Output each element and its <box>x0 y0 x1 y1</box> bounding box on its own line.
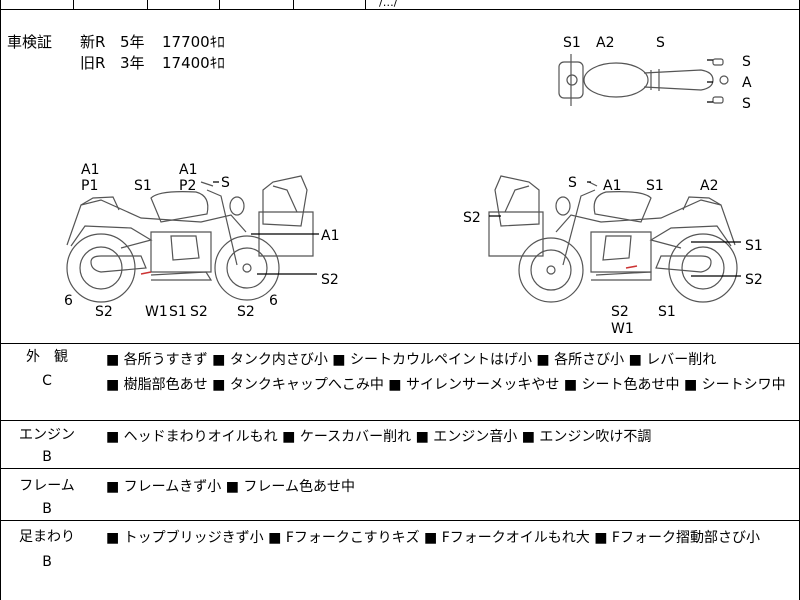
diagram-label: S2 <box>321 272 339 288</box>
diagram-label: A1 <box>179 162 197 178</box>
header-mark: /…/ <box>379 0 398 9</box>
diagram-label: S2 <box>745 272 763 288</box>
inspection-item: ■ フレームきず小 <box>106 479 222 495</box>
diagram-label: S2 <box>190 304 208 320</box>
diagram-label: A1 <box>603 178 621 194</box>
diagram-label: S <box>656 35 665 51</box>
section-name: 足まわり <box>19 529 75 545</box>
diagram-label: P2 <box>179 178 196 194</box>
registration-row-old: 旧R 3年 17400ｷﾛ <box>80 53 225 74</box>
diagram-label: S2 <box>237 304 255 320</box>
diagram-label: S1 <box>745 238 763 254</box>
inspection-item: ■ 樹脂部色あせ <box>106 377 208 393</box>
section-items: ■ ヘッドまわりオイルもれ ■ ケースカバー削れ ■ エンジン音小 ■ エンジン… <box>106 425 796 450</box>
diagram-label: A2 <box>596 35 614 51</box>
diagram-label: A2 <box>700 178 718 194</box>
inspection-item: ■ 各所うすきず <box>106 352 208 368</box>
registration-label: 車検証 <box>7 33 53 51</box>
inspection-item: ■ エンジン吹け不調 <box>521 429 652 445</box>
diagram-label: S <box>568 175 577 191</box>
diagram-label: 6 <box>64 293 73 309</box>
registration-years: 3年 <box>120 54 145 72</box>
section-frame: フレーム B ■ フレームきず小 ■ フレーム色あせ中 <box>1 468 800 520</box>
inspection-item: ■ トップブリッジきず小 <box>106 530 264 546</box>
motorcycle-left-view <box>66 175 314 303</box>
inspection-item: ■ Fフォーク摺動部さび小 <box>594 530 760 546</box>
section-name: エンジン <box>19 427 75 443</box>
inspection-item: ■ Fフォークこすりキズ <box>268 530 420 546</box>
diagram-label: 6 <box>269 293 278 309</box>
registration-row-new: 新R 5年 17700ｷﾛ <box>80 32 225 53</box>
diagram-label: A1 <box>321 228 339 244</box>
diagram-label: S2 <box>95 304 113 320</box>
inspection-item: ■ ケースカバー削れ <box>282 429 412 445</box>
inspection-item: ■ Fフォークオイルもれ大 <box>424 530 590 546</box>
diagram-label: S <box>221 175 230 191</box>
diagram-label: S1 <box>134 178 152 194</box>
diagram-label: P1 <box>81 178 98 194</box>
registration-type: 旧R <box>80 54 106 72</box>
registration-amount: 17700ｷﾛ <box>162 33 225 51</box>
diagram-label: S1 <box>169 304 187 320</box>
section-items: ■ 各所うすきず ■ タンク内さび小 ■ シートカウルペイントはげ小 ■ 各所さ… <box>106 348 796 398</box>
section-name: 外 観 <box>26 349 68 365</box>
diagram-label: W1 <box>611 321 634 337</box>
section-suspension: 足まわり B ■ トップブリッジきず小 ■ Fフォークこすりキズ ■ Fフォーク… <box>1 520 800 600</box>
section-grade: B <box>42 501 52 517</box>
diagram-label: S <box>742 96 751 112</box>
inspection-item: ■ レバー削れ <box>628 352 717 368</box>
section-items: ■ トップブリッジきず小 ■ Fフォークこすりキズ ■ Fフォークオイルもれ大 … <box>106 526 796 551</box>
inspection-item: ■ 各所さび小 <box>536 352 625 368</box>
diagram-label: S2 <box>611 304 629 320</box>
section-exterior: 外 観 C ■ 各所うすきず ■ タンク内さび小 ■ シートカウルペイントはげ小… <box>1 343 800 420</box>
diagram-label: A1 <box>81 162 99 178</box>
diagram-label: S1 <box>658 304 676 320</box>
diagram-label: S2 <box>463 210 481 226</box>
diagram-label: S1 <box>646 178 664 194</box>
inspection-item: ■ シートシワ中 <box>684 377 786 393</box>
motorcycle-right-view <box>488 175 738 303</box>
registration-years: 5年 <box>120 33 145 51</box>
inspection-item: ■ ヘッドまわりオイルもれ <box>106 429 278 445</box>
inspection-item: ■ シート色あせ中 <box>563 377 680 393</box>
header-row-cells: /…/ <box>1 0 800 10</box>
diagram-label: W1 <box>145 304 168 320</box>
section-grade: C <box>42 373 52 389</box>
section-engine: エンジン B ■ ヘッドまわりオイルもれ ■ ケースカバー削れ ■ エンジン音小… <box>1 420 800 468</box>
inspection-item: ■ サイレンサーメッキやせ <box>388 377 560 393</box>
section-name: フレーム <box>19 478 75 494</box>
diagram-label: S <box>742 54 751 70</box>
section-grade: B <box>42 554 52 570</box>
registration-type: 新R <box>80 33 106 51</box>
inspection-item: ■ フレーム色あせ中 <box>225 479 355 495</box>
damage-diagram: S1 A2 S S A S A1 P1 S1 A1 P2 S A1 S2 6 S… <box>64 35 763 337</box>
inspection-item: ■ エンジン音小 <box>415 429 518 445</box>
diagram-label: A <box>742 75 752 91</box>
diagram-label: S1 <box>563 35 581 51</box>
section-grade: B <box>42 449 52 465</box>
registration-amount: 17400ｷﾛ <box>162 54 225 72</box>
inspection-item: ■ シートカウルペイントはげ小 <box>332 352 532 368</box>
inspection-item: ■ タンク内さび小 <box>212 352 328 368</box>
inspection-item: ■ タンクキャップへこみ中 <box>212 377 384 393</box>
section-items: ■ フレームきず小 ■ フレーム色あせ中 <box>106 475 796 500</box>
motorcycle-top-view <box>558 54 729 106</box>
